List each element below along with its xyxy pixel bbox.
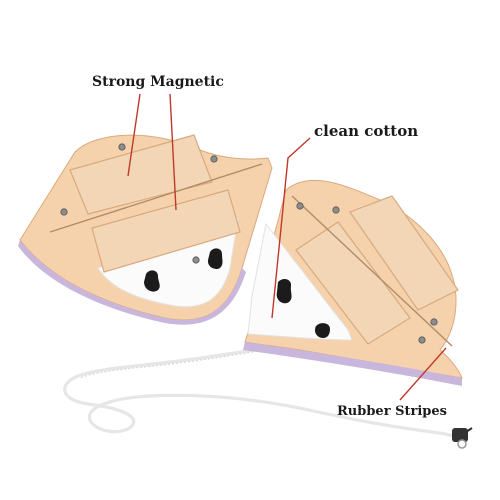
- right-cleaner-half: [243, 179, 463, 386]
- pointer-lines: [127, 93, 447, 401]
- strong-magnetic-label: Strong Magnetic: [92, 74, 224, 90]
- right-magnet-plate-right: [349, 195, 459, 311]
- rubber-stripes-label: Rubber Stripes: [337, 404, 447, 419]
- left-magnet-plate-bottom: [91, 189, 241, 273]
- left-magnet-plate-top: [69, 134, 213, 215]
- magnetic-pointer-1: [127, 93, 141, 177]
- clean-cotton-label: clean cotton: [314, 122, 419, 140]
- magnetic-pointer-2: [169, 93, 177, 211]
- cord-clip: [452, 427, 473, 449]
- cleaning-cord: [63, 346, 462, 440]
- right-cotton-pad: [247, 222, 353, 341]
- cotton-pointer: [271, 137, 311, 319]
- right-magnet-plate-left: [295, 221, 411, 345]
- left-cleaner-half: [18, 134, 273, 325]
- rubber-pointer: [399, 347, 447, 401]
